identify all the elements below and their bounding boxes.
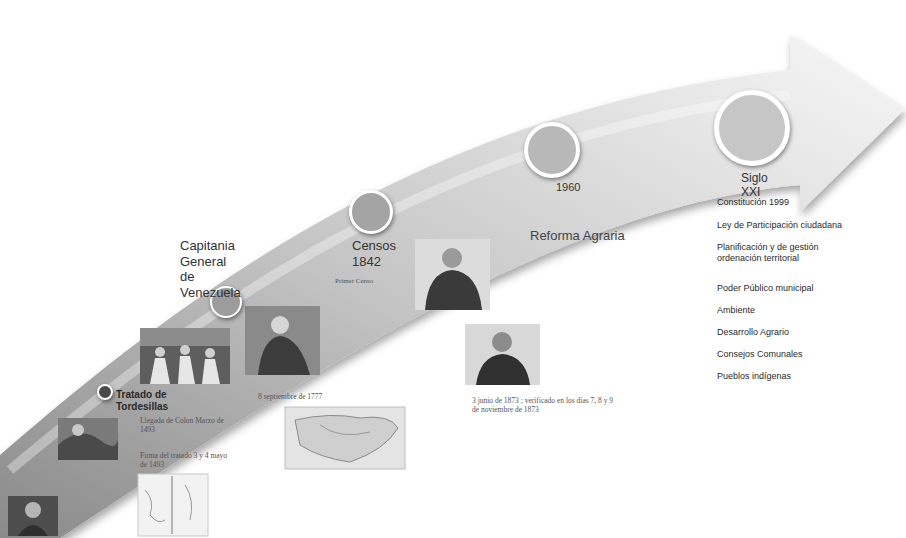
painting-photo [58, 418, 118, 460]
map-coast [145, 490, 165, 522]
photo-figure [25, 502, 41, 518]
milestone-subtitle: Reforma Agraria [530, 228, 625, 244]
photo-figure [258, 336, 310, 375]
milestone-title: Tratado de Tordesillas [116, 389, 168, 413]
map-image [138, 474, 208, 536]
photo-figure [476, 354, 530, 385]
timeline-milestone: Capitania General de Venezuela [210, 286, 242, 318]
photo-figure [72, 424, 84, 436]
arrow-highlight [10, 95, 790, 470]
portrait-photo [245, 306, 320, 375]
photo-frame [465, 324, 540, 385]
photo-figure [180, 345, 190, 355]
timeline-milestone: Censos 1842Primer Censo [349, 190, 393, 234]
list-item: Constitución 1999 [717, 197, 789, 208]
photo-figure [425, 270, 482, 310]
list-item: Desarrollo Agrario [717, 327, 789, 338]
portrait-photo [415, 239, 490, 310]
timeline-milestone: Tratado de Tordesillas [97, 384, 113, 400]
date-note: Firma del tratado 3 y 4 mayo de 1493 [140, 451, 235, 469]
photo-figure [58, 432, 118, 460]
list-item: Planificación y de gestión ordenación te… [717, 242, 862, 264]
painting-photo [140, 328, 230, 384]
list-item: Poder Público municipal [717, 283, 814, 294]
milestone-title: Capitania General de Venezuela [180, 238, 242, 300]
list-item: Ley de Participación ciudadana [717, 220, 842, 231]
photo-frame [415, 239, 490, 310]
list-item: Ambiente [717, 305, 755, 316]
map-coast [185, 485, 192, 520]
timeline-milestone: 1960 [524, 122, 580, 178]
milestone-title: Censos 1842 [352, 238, 396, 269]
date-note: Llegada de Colon Marzo de 1493 [140, 416, 235, 434]
photo-frame [140, 328, 230, 384]
date-note: 3 junio de 1873 ; verificado en los días… [472, 396, 617, 414]
timeline-arrow [0, 35, 904, 538]
portrait-photo [465, 324, 540, 385]
circle-marker [524, 122, 580, 178]
circle-marker [714, 90, 790, 166]
map-line [172, 476, 173, 534]
circle-marker [97, 384, 113, 400]
photo-frame [245, 306, 320, 375]
photo-figure [492, 332, 512, 352]
photo-figure [18, 525, 48, 536]
milestone-note: Primer Censo [335, 277, 373, 285]
map-line [320, 425, 370, 435]
photo-frame [58, 418, 118, 460]
photo-figure [150, 356, 220, 384]
timeline-milestone: Siglo XXI [714, 90, 790, 166]
circle-marker [349, 190, 393, 234]
milestone-title: 1960 [556, 181, 580, 194]
map-region [295, 415, 398, 462]
photo-figure [155, 347, 165, 357]
photo-figure [205, 348, 215, 358]
milestone-title: Siglo XXI [741, 171, 790, 200]
list-item: Pueblos indígenas [717, 371, 791, 382]
photo-figure [442, 248, 462, 268]
map-image [285, 407, 405, 469]
photo-frame [138, 474, 208, 536]
date-note: 8 septiembre de 1777 [258, 392, 322, 401]
photo-frame [285, 407, 405, 469]
photo-figure [271, 316, 289, 334]
photo-figure [140, 328, 230, 346]
portrait-photo [8, 496, 58, 536]
photo-frame [8, 496, 58, 536]
list-item: Consejos Comunales [717, 349, 803, 360]
